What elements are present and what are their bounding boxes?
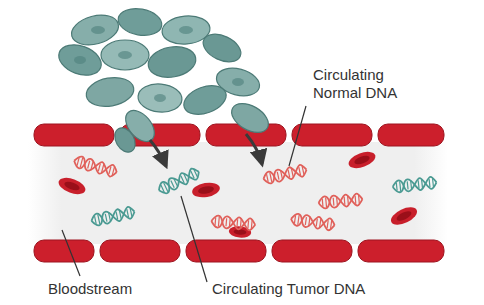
cell-nuclei bbox=[74, 26, 244, 102]
vessel-wall-top bbox=[34, 124, 444, 146]
tumor-cells bbox=[55, 5, 274, 155]
normal-dna-label: Circulating Normal DNA bbox=[313, 66, 413, 102]
bloodstream-lumen bbox=[28, 142, 448, 244]
tumor-dna-label: Circulating Tumor DNA bbox=[212, 280, 365, 298]
vessel-wall-bottom bbox=[34, 240, 444, 262]
bloodstream-label: Bloodstream bbox=[48, 280, 132, 298]
normal-dna bbox=[73, 155, 363, 231]
release-arrow bbox=[150, 140, 166, 166]
red-blood-cells bbox=[56, 149, 419, 239]
tumor-dna bbox=[90, 166, 437, 226]
leader-lines bbox=[62, 106, 306, 282]
release-arrow bbox=[246, 134, 262, 164]
